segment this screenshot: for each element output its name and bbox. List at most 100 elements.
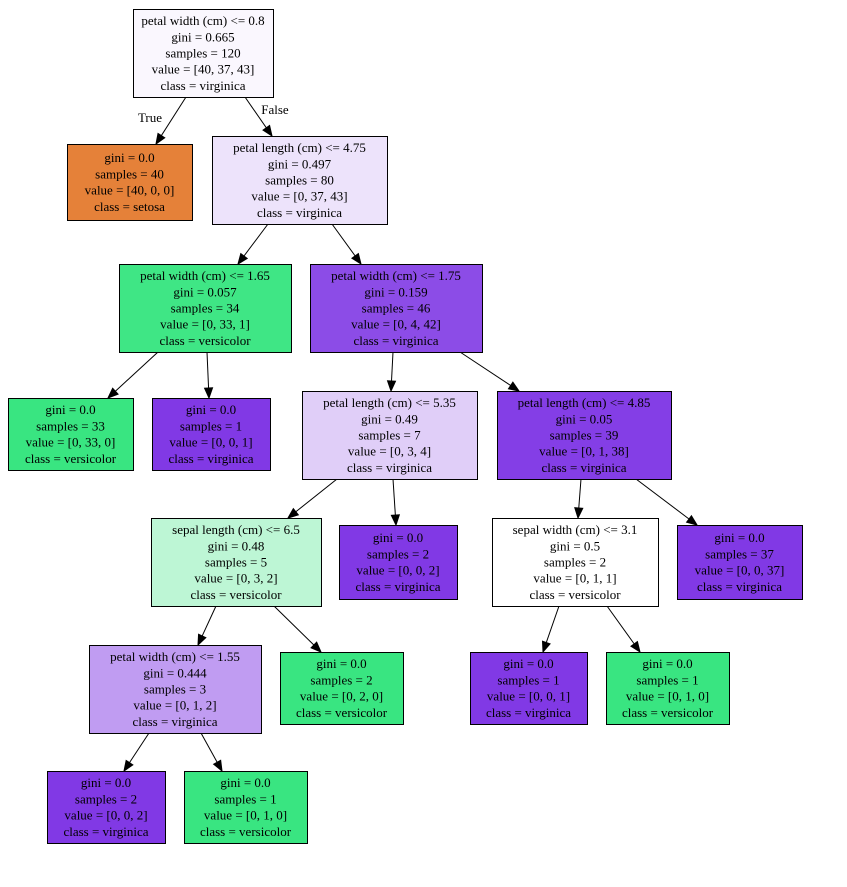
- node-text-line: value = [0, 0, 2]: [356, 563, 439, 578]
- node-text-line: gini = 0.497: [268, 156, 332, 171]
- edge-line: [391, 351, 394, 382]
- edge-line: [273, 605, 315, 646]
- node-box: [133, 9, 274, 98]
- node-text-line: samples = 46: [362, 301, 431, 316]
- node-box: [492, 518, 659, 607]
- node-text-line: value = [0, 0, 1]: [169, 435, 252, 450]
- arrowhead-icon: [351, 252, 362, 266]
- tree-edge: [203, 351, 214, 400]
- node-text-line: gini = 0.0: [220, 775, 270, 790]
- node-box: [497, 391, 672, 480]
- node-text-line: petal length (cm) <= 4.85: [518, 395, 651, 410]
- tree-edge: [200, 732, 223, 773]
- node-text-line: value = [40, 0, 0]: [85, 183, 175, 198]
- node-text-line: class = versicolor: [25, 451, 117, 466]
- tree-edge: False: [244, 96, 289, 138]
- node-text-line: samples = 1: [180, 418, 242, 433]
- node-text-line: class = virginica: [353, 333, 438, 348]
- node-box: [310, 264, 483, 353]
- node-text-line: gini = 0.0: [503, 656, 553, 671]
- node-box: [89, 645, 262, 734]
- node-text-line: class = virginica: [168, 451, 253, 466]
- node-text-line: class = virginica: [355, 579, 440, 594]
- edges-layer: True False: [107, 96, 699, 773]
- arrowhead-icon: [390, 514, 401, 527]
- node-text-line: class = virginica: [347, 460, 432, 475]
- node-text-line: class = versicolor: [296, 705, 388, 720]
- node-text-line: value = [40, 37, 43]: [152, 62, 255, 77]
- node-text-line: samples = 120: [165, 46, 240, 61]
- node-text-line: samples = 2: [367, 546, 429, 561]
- node-text-line: value = [0, 2, 0]: [300, 689, 383, 704]
- node-box: [280, 652, 404, 725]
- node-text-line: samples = 1: [636, 672, 698, 687]
- node-text-line: value = [0, 1, 2]: [133, 698, 216, 713]
- edge-line: [635, 478, 690, 520]
- arrowhead-icon: [507, 381, 521, 392]
- edge-line: [606, 605, 635, 645]
- node-box: [8, 398, 134, 471]
- edge-line: [392, 478, 396, 516]
- node-text-line: samples = 2: [310, 672, 372, 687]
- node-text-line: gini = 0.0: [45, 402, 95, 417]
- edge-line: [206, 351, 210, 389]
- node-text-line: petal length (cm) <= 5.35: [323, 395, 456, 410]
- node-box: [152, 398, 271, 471]
- edge-line: [201, 605, 217, 637]
- node-text-line: class = virginica: [132, 714, 217, 729]
- tree-edge: [635, 478, 699, 526]
- node-text-line: class = virginica: [257, 205, 342, 220]
- arrowhead-icon: [197, 633, 207, 647]
- node-box: [119, 264, 292, 353]
- edge-line: [129, 732, 150, 763]
- edge-label-false: False: [261, 102, 289, 117]
- node-text-line: gini = 0.0: [642, 656, 692, 671]
- node-text-line: petal width (cm) <= 1.65: [140, 268, 270, 283]
- node-text-line: samples = 5: [205, 555, 267, 570]
- node-text-line: gini = 0.159: [364, 284, 427, 299]
- node-text-line: gini = 0.0: [316, 656, 366, 671]
- tree-edge: True: [138, 96, 187, 146]
- node-text-line: gini = 0.444: [143, 665, 207, 680]
- node-text-line: petal width (cm) <= 0.8: [141, 13, 264, 28]
- edge-line: [295, 478, 338, 513]
- node-text-line: sepal length (cm) <= 6.5: [172, 522, 300, 537]
- node-text-line: value = [0, 3, 2]: [194, 571, 277, 586]
- node-text-line: samples = 80: [265, 173, 334, 188]
- node-box: [470, 652, 588, 725]
- node-box: [677, 525, 803, 600]
- node-text-line: value = [0, 0, 1]: [487, 689, 570, 704]
- node-box: [606, 652, 730, 725]
- node-text-line: class = setosa: [94, 199, 165, 214]
- tree-edge: [541, 605, 560, 654]
- node-text-line: gini = 0.5: [550, 538, 600, 553]
- edge-line: [160, 96, 187, 136]
- tree-edge: [197, 605, 217, 647]
- node-text-line: value = [0, 0, 37]: [695, 563, 785, 578]
- tree-edge: [459, 351, 521, 392]
- node-text-line: value = [0, 1, 0]: [204, 808, 287, 823]
- node-text-line: class = versicolor: [529, 587, 621, 602]
- node-box: [151, 518, 322, 607]
- tree-edge: [286, 478, 338, 519]
- node-text-line: petal width (cm) <= 1.75: [331, 268, 461, 283]
- node-text-line: samples = 2: [75, 791, 137, 806]
- node-text-line: class = virginica: [160, 78, 245, 93]
- node-box: [67, 144, 193, 221]
- node-box: [212, 136, 388, 225]
- arrowhead-icon: [386, 380, 397, 393]
